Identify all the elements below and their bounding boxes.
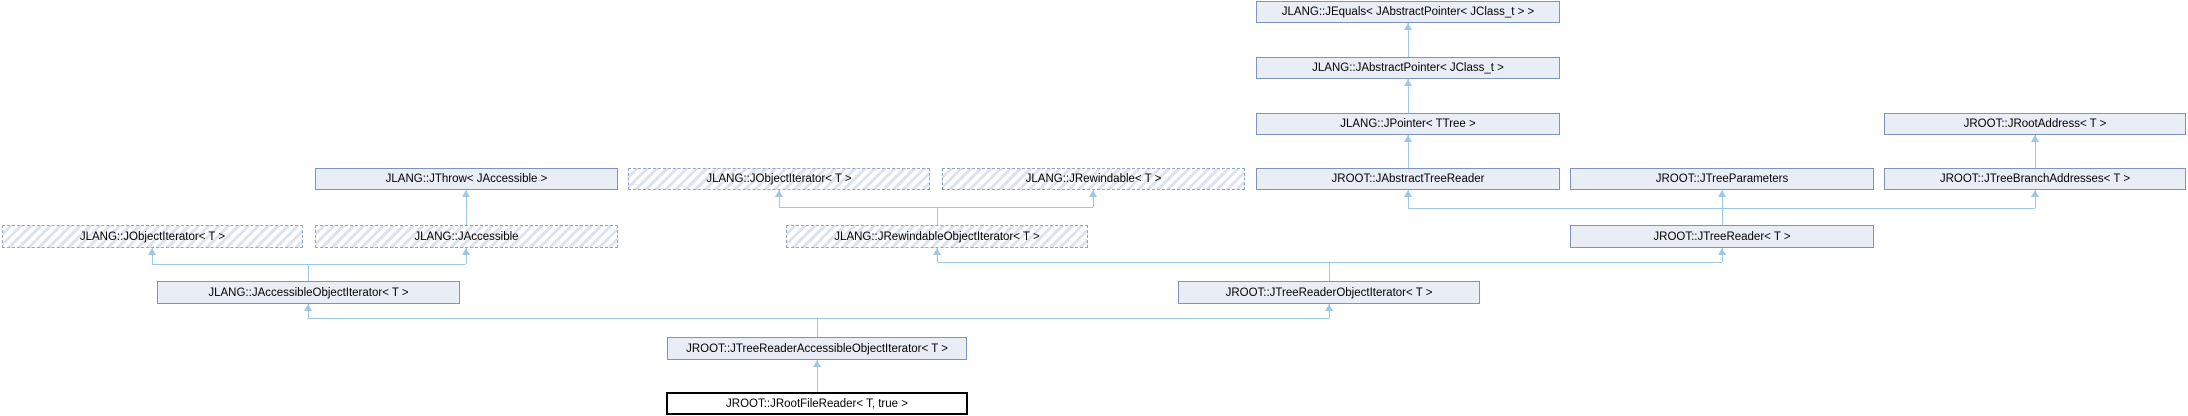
class-node-jlang-jpointer[interactable]: JLANG::JPointer< TTree > <box>1256 113 1560 135</box>
inheritance-edge-segment <box>466 248 467 264</box>
inheritance-edge-segment <box>937 207 938 225</box>
inheritance-edge-segment <box>1408 135 1409 168</box>
arrow-up-icon <box>813 360 821 367</box>
inheritance-edge-segment <box>1408 79 1409 113</box>
inheritance-edge-segment <box>152 248 153 264</box>
inheritance-edge-segment <box>779 207 1093 208</box>
inheritance-edge-segment <box>1722 190 1723 208</box>
class-node-jlang-jequals[interactable]: JLANG::JEquals< JAbstractPointer< JClass… <box>1256 1 1560 23</box>
inheritance-edge-segment <box>779 190 780 207</box>
inheritance-edge-segment <box>1722 208 1723 225</box>
inheritance-edge-segment <box>152 264 466 265</box>
inheritance-edge-segment <box>308 264 309 281</box>
inheritance-edge-segment <box>1408 190 1409 208</box>
arrow-up-icon <box>1404 79 1412 86</box>
inheritance-edge-segment <box>308 304 309 318</box>
inheritance-edge-segment <box>1093 190 1094 207</box>
class-node-jroot-jtreereader[interactable]: JROOT::JTreeReader< T > <box>1570 225 1874 248</box>
inheritance-edge-segment <box>2035 190 2036 208</box>
inheritance-edge-segment <box>1329 304 1330 318</box>
arrow-up-icon <box>148 248 156 255</box>
arrow-up-icon <box>1089 190 1097 197</box>
arrow-up-icon <box>1404 23 1412 30</box>
class-node-jlang-jabstractpointer[interactable]: JLANG::JAbstractPointer< JClass_t > <box>1256 57 1560 79</box>
inheritance-edge-segment <box>937 248 938 262</box>
arrow-up-icon <box>462 248 470 255</box>
class-node-jroot-jrootfilereader: JROOT::JRootFileReader< T, true > <box>666 392 968 415</box>
class-node-jroot-jtreeparameters[interactable]: JROOT::JTreeParameters <box>1570 168 1874 190</box>
inheritance-edge-segment <box>1408 208 2035 209</box>
arrow-up-icon <box>2031 135 2039 142</box>
arrow-up-icon <box>1718 248 1726 255</box>
class-node-jlang-jobjectiterator-b: JLANG::JObjectIterator< T > <box>2 225 303 248</box>
class-node-jlang-jrewindableobjectiterator: JLANG::JRewindableObjectIterator< T > <box>786 225 1088 248</box>
inheritance-edge-segment <box>1722 248 1723 262</box>
inheritance-edge-segment <box>817 318 818 337</box>
class-node-jroot-jtreebranchaddresses[interactable]: JROOT::JTreeBranchAddresses< T > <box>1884 168 2186 190</box>
arrow-up-icon <box>1404 135 1412 142</box>
arrow-up-icon <box>775 190 783 197</box>
inheritance-edge-segment <box>466 190 467 225</box>
arrow-up-icon <box>304 304 312 311</box>
class-node-jroot-jtreereaderobjectiterator[interactable]: JROOT::JTreeReaderObjectIterator< T > <box>1178 281 1480 304</box>
inheritance-edge-segment <box>2035 135 2036 168</box>
class-node-jroot-jtreereaderaccessibleobjectiterator[interactable]: JROOT::JTreeReaderAccessibleObjectIterat… <box>667 337 967 360</box>
arrow-up-icon <box>2031 190 2039 197</box>
class-node-jlang-jaccessible: JLANG::JAccessible <box>315 225 618 248</box>
arrow-up-icon <box>1718 190 1726 197</box>
arrow-up-icon <box>1404 190 1412 197</box>
inheritance-edge-segment <box>308 318 1329 319</box>
class-node-jlang-jthrow[interactable]: JLANG::JThrow< JAccessible > <box>315 168 618 190</box>
arrow-up-icon <box>1325 304 1333 311</box>
arrow-up-icon <box>933 248 941 255</box>
class-node-jlang-jobjectiterator-a: JLANG::JObjectIterator< T > <box>628 168 930 190</box>
class-node-jlang-jrewindable: JLANG::JRewindable< T > <box>942 168 1245 190</box>
inheritance-edge-segment <box>1408 23 1409 57</box>
class-node-jroot-jabstracttreereader[interactable]: JROOT::JAbstractTreeReader <box>1256 168 1560 190</box>
inheritance-edge-segment <box>817 360 818 392</box>
class-node-jroot-jrootaddress[interactable]: JROOT::JRootAddress< T > <box>1884 113 2186 135</box>
arrow-up-icon <box>462 190 470 197</box>
class-node-jlang-jaccessibleobjectiterator[interactable]: JLANG::JAccessibleObjectIterator< T > <box>157 281 460 304</box>
inheritance-edge-segment <box>1329 262 1330 281</box>
